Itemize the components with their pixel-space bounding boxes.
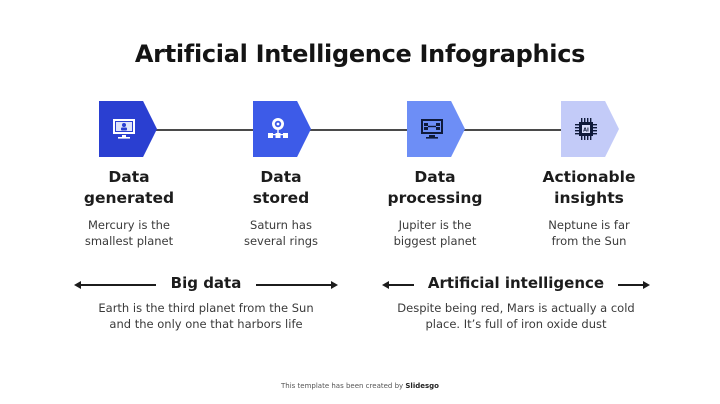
ai-chip-icon: AI xyxy=(575,118,597,140)
monitor-nodes-icon xyxy=(421,119,443,139)
section-big-data: Big data Earth is the third planet from … xyxy=(66,272,346,332)
arrow-right-icon xyxy=(618,281,650,288)
step-badge: AI xyxy=(561,101,619,157)
brand-link[interactable]: Slidesgo xyxy=(405,382,439,390)
section-label: Artificial intelligence xyxy=(427,274,605,292)
step-badge xyxy=(99,101,157,157)
footer-credit: This template has been created by Slides… xyxy=(281,382,439,390)
section-artificial-intelligence: Artificial intelligence Despite being re… xyxy=(376,272,656,332)
step-badge xyxy=(253,101,311,157)
section-description: Despite being red, Mars is actually a co… xyxy=(397,301,635,331)
timeline-line xyxy=(128,129,590,131)
step-badge xyxy=(407,101,465,157)
arrow-right-icon xyxy=(256,281,338,288)
svg-text:AI: AI xyxy=(583,128,589,134)
section-label: Big data xyxy=(170,274,242,292)
arrow-left-icon xyxy=(74,281,156,288)
arrow-left-icon xyxy=(382,281,414,288)
computer-user-icon xyxy=(113,119,135,139)
gear-network-icon xyxy=(268,118,288,138)
page-title: Artificial Intelligence Infographics xyxy=(134,40,586,68)
